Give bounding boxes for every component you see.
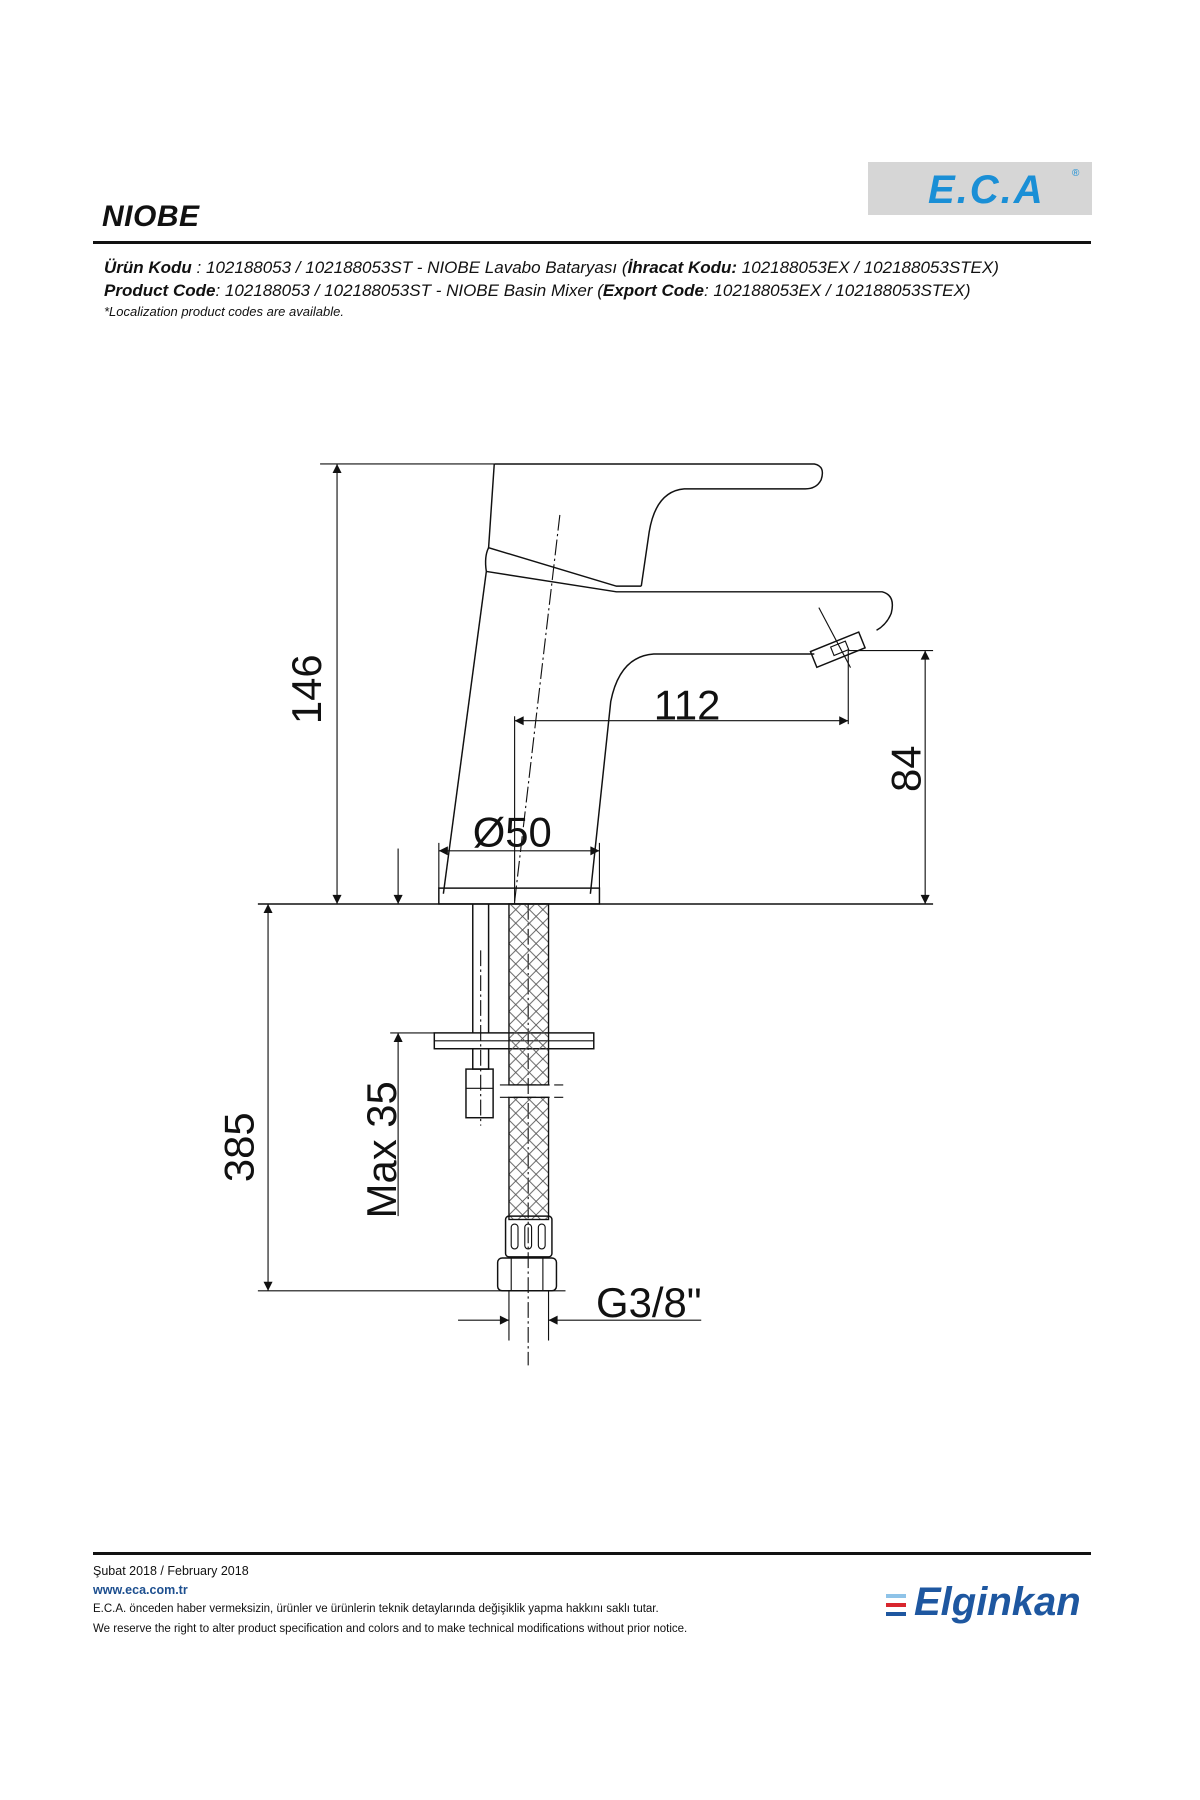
export-value: : 102188053EX / 102188053STEX): [703, 281, 971, 300]
elginkan-logo-text: Elginkan: [914, 1580, 1081, 1624]
localization-note: *Localization product codes are availabl…: [104, 304, 344, 319]
dim-84-label: 84: [883, 745, 930, 792]
export-value: 102188053EX / 102188053STEX): [737, 258, 999, 277]
label: Ürün Kodu: [104, 258, 192, 277]
dimension-146: 146: [283, 463, 495, 904]
dimension-diameter-50: Ø50: [438, 808, 600, 889]
dim-112-label: 112: [654, 682, 721, 729]
dimension-112: 112: [514, 650, 849, 904]
footer-date: Şubat 2018 / February 2018: [93, 1564, 249, 1578]
elginkan-logo-icon: [886, 1594, 906, 1616]
aerator: [809, 631, 867, 669]
dimension-g38: G3/8": [458, 1279, 702, 1326]
value: : 102188053 / 102188053ST - NIOBE Basin …: [215, 281, 603, 300]
product-code-en: Product Code: 102188053 / 102188053ST - …: [104, 281, 971, 301]
dim-max35-label: Max 35: [358, 1081, 405, 1218]
dim-50-label: Ø50: [473, 808, 552, 855]
dim-385-label: 385: [215, 1112, 262, 1182]
export-label: İhracat Kodu:: [627, 258, 738, 277]
flex-hose: [496, 903, 566, 1341]
dimension-84: 84: [848, 650, 934, 904]
dim-146-label: 146: [283, 654, 330, 724]
eca-logo: E.C.A: [928, 168, 1045, 212]
footer-website-link[interactable]: www.eca.com.tr: [93, 1583, 188, 1597]
dim-g38-label: G3/8": [596, 1279, 702, 1326]
export-label: Export Code: [602, 281, 704, 300]
product-code-tr: Ürün Kodu : 102188053 / 102188053ST - NI…: [104, 258, 999, 278]
label: Product Code: [104, 281, 216, 300]
spout-centerline: [514, 514, 561, 902]
value: : 102188053 / 102188053ST - NIOBE Lavabo…: [191, 258, 628, 277]
registered-mark: ®: [1072, 168, 1080, 179]
footer-disclaimer-tr: E.C.A. önceden haber vermeksizin, ürünle…: [93, 1603, 659, 1615]
footer-divider: [93, 1552, 1091, 1555]
elginkan-logo: Elginkan: [886, 1580, 1081, 1625]
eca-logo-box: [868, 162, 1092, 215]
footer-disclaimer-en: We reserve the right to alter product sp…: [93, 1623, 688, 1635]
faucet-outline: [438, 463, 894, 905]
product-title: NIOBE: [102, 200, 200, 233]
header-divider: [93, 241, 1091, 244]
dimension-max-35: Max 35: [358, 848, 435, 1218]
